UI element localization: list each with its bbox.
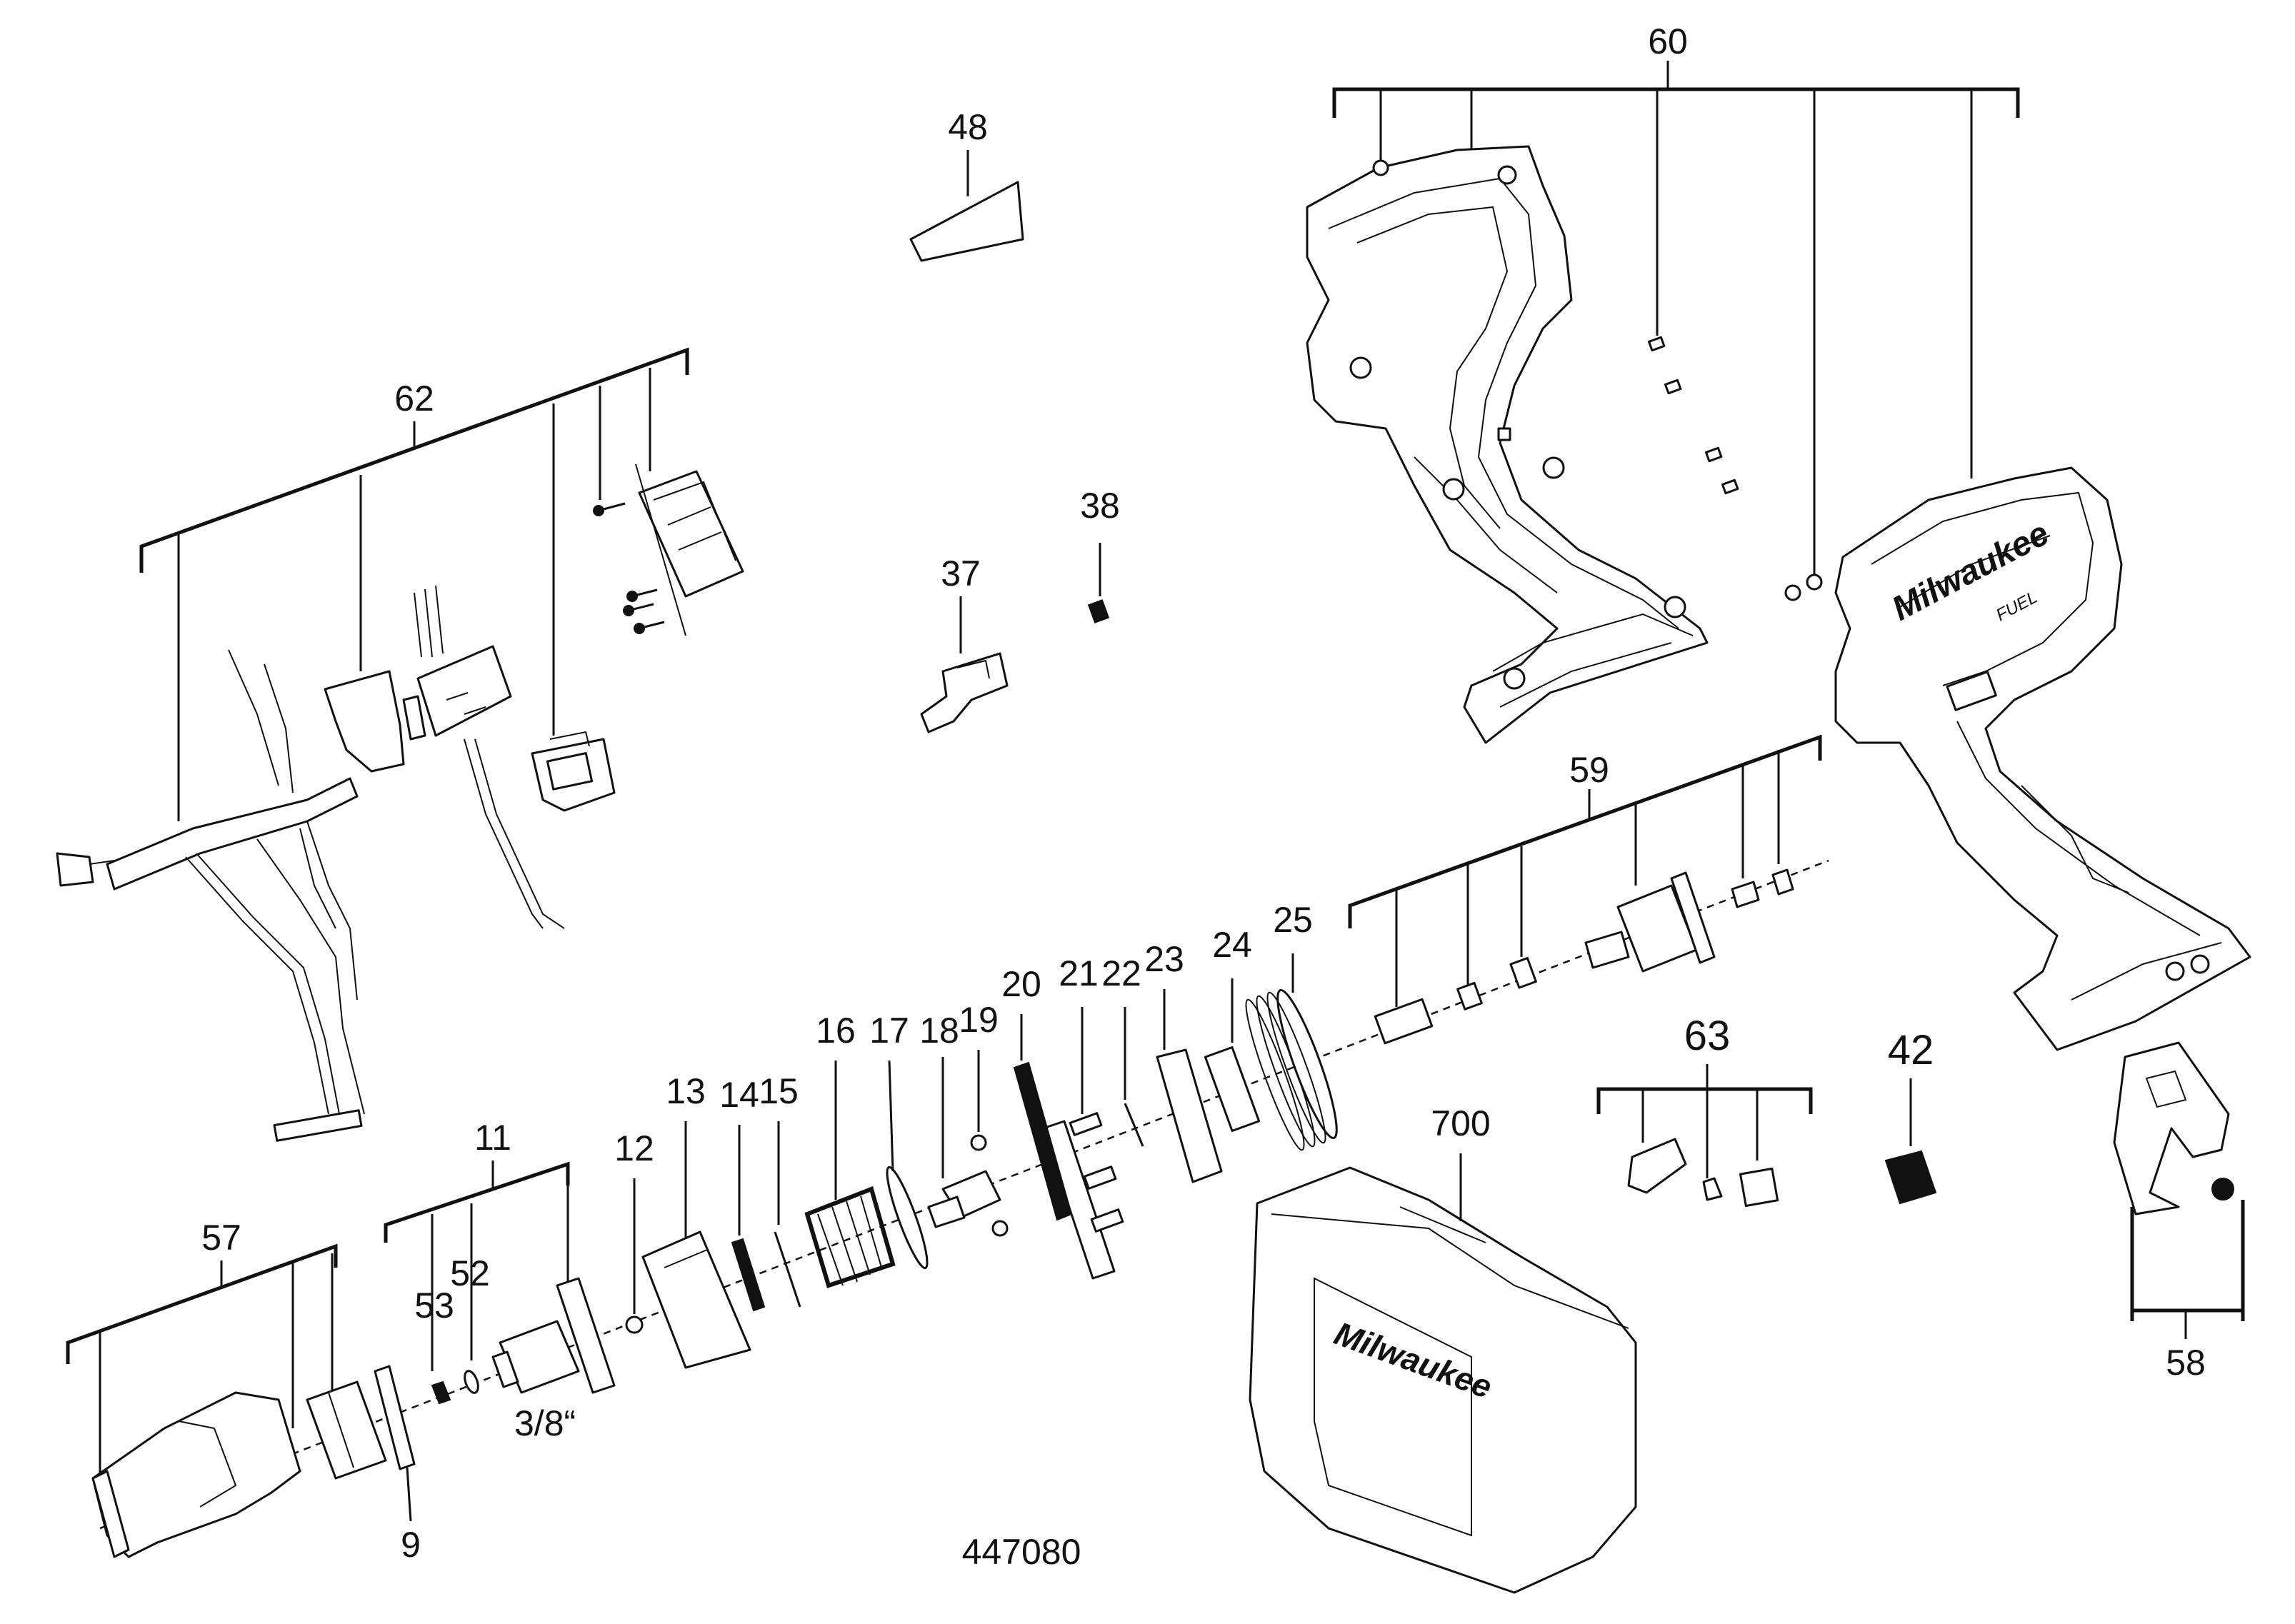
part-19-ball: 19 bbox=[959, 1000, 1009, 1237]
label-59: 59 bbox=[1569, 750, 1609, 790]
callout-63: 63 bbox=[1596, 1013, 1813, 1178]
label-15: 15 bbox=[759, 1071, 799, 1111]
part-58-belt-clip: 58 bbox=[2113, 1041, 2245, 1383]
part-11-anvil: 3/8“ bbox=[431, 1277, 616, 1443]
part-62-screws bbox=[593, 502, 665, 634]
label-20: 20 bbox=[1001, 964, 1041, 1004]
part-16-spring: 16 bbox=[804, 1011, 896, 1288]
label-48: 48 bbox=[948, 107, 988, 147]
part-62-insulator-sheet bbox=[324, 670, 405, 773]
part-15-ring: 15 bbox=[759, 1071, 801, 1308]
callout-11: 11 53 52 bbox=[384, 1118, 570, 1371]
label-22: 22 bbox=[1101, 953, 1141, 993]
label-57: 57 bbox=[201, 1218, 241, 1258]
label-24: 24 bbox=[1212, 925, 1252, 965]
label-53: 53 bbox=[414, 1285, 454, 1325]
label-25: 25 bbox=[1273, 900, 1313, 940]
label-63: 63 bbox=[1684, 1013, 1731, 1059]
part-57-nose-housing: 9 bbox=[91, 1365, 421, 1565]
label-52: 52 bbox=[450, 1253, 490, 1293]
part-23-sleeve: 23 bbox=[1144, 939, 1223, 1183]
part-60-housing-right: Milwaukee FUEL bbox=[1834, 466, 2251, 1051]
callout-60: 60 bbox=[1332, 21, 2020, 575]
part-60-housing-left bbox=[1306, 145, 1709, 744]
label-9: 9 bbox=[401, 1525, 421, 1565]
part-700-case: Milwaukee 700 bbox=[1249, 1103, 1637, 1594]
label-11: 11 bbox=[474, 1118, 511, 1158]
part-22-ring: 22 bbox=[1101, 953, 1144, 1147]
label-14: 14 bbox=[719, 1075, 759, 1115]
size-note: 3/8“ bbox=[514, 1403, 576, 1443]
label-13: 13 bbox=[666, 1071, 706, 1111]
part-42-spring: 42 bbox=[1884, 1027, 1937, 1205]
label-38: 38 bbox=[1080, 486, 1120, 526]
part-17-washer: 17 bbox=[869, 1011, 929, 1270]
part-62-pcb-and-wires bbox=[56, 649, 365, 1142]
label-37: 37 bbox=[941, 553, 981, 593]
label-58: 58 bbox=[2166, 1343, 2206, 1383]
label-62: 62 bbox=[394, 379, 434, 418]
label-12: 12 bbox=[614, 1128, 654, 1168]
part-25-fan: 25 bbox=[1245, 900, 1338, 1151]
part-62-connector bbox=[531, 731, 616, 812]
callout-59: 59 bbox=[1348, 734, 1822, 1007]
part-60-small-items bbox=[1372, 159, 1823, 601]
label-21: 21 bbox=[1059, 953, 1099, 993]
part-20-spindle-spring: 20 bbox=[1001, 964, 1073, 1221]
part-48-label: 48 bbox=[909, 107, 1024, 262]
label-700: 700 bbox=[1431, 1103, 1490, 1143]
label-19: 19 bbox=[959, 1000, 999, 1040]
part-59-motor bbox=[1374, 868, 1794, 1045]
part-63-items bbox=[1627, 1138, 1779, 1207]
part-12-ball: 12 bbox=[614, 1128, 654, 1334]
part-38-spring: 38 bbox=[1080, 486, 1120, 623]
part-62-switch-module bbox=[402, 585, 565, 929]
callout-57: 57 bbox=[66, 1218, 338, 1478]
label-42: 42 bbox=[1888, 1027, 1934, 1073]
part-14-bearing: 14 bbox=[719, 1075, 766, 1312]
callout-62: 62 bbox=[139, 347, 689, 821]
part-13-gear-case: 13 bbox=[641, 1071, 751, 1369]
label-23: 23 bbox=[1144, 939, 1184, 979]
label-18: 18 bbox=[919, 1011, 959, 1051]
label-17: 17 bbox=[869, 1011, 909, 1051]
part-21-anvil-gear: 21 bbox=[1041, 953, 1124, 1280]
part-62-heatsink bbox=[635, 463, 744, 636]
part-24-bearing: 24 bbox=[1204, 925, 1261, 1133]
drawing-number: 447080 bbox=[962, 1532, 1081, 1572]
part-18-hammer: 18 bbox=[919, 1011, 1001, 1228]
part-37-trigger: 37 bbox=[920, 553, 1009, 733]
label-16: 16 bbox=[816, 1011, 856, 1051]
label-60: 60 bbox=[1648, 21, 1688, 61]
